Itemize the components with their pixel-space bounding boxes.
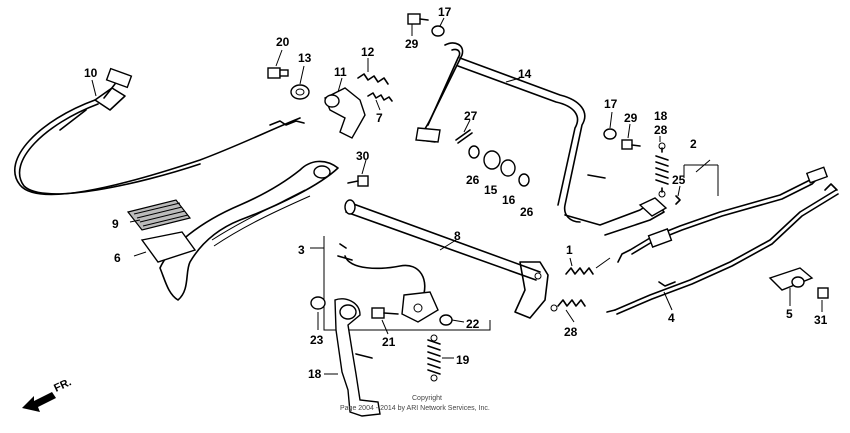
callout-3: 3 xyxy=(298,243,305,257)
switch-3-bracket xyxy=(323,236,491,331)
shaft-8 xyxy=(344,199,549,319)
pin-27 xyxy=(455,129,473,144)
callout-28-lower: 28 xyxy=(564,325,578,339)
nut-17-right xyxy=(603,128,617,140)
copyright-line2: Page 2004 - 2014 by ARI Network Services… xyxy=(340,405,490,412)
cable-10 xyxy=(14,67,305,196)
nut-24 xyxy=(310,296,326,310)
callout-25: 25 xyxy=(672,173,686,187)
callout-7: 7 xyxy=(376,111,383,125)
callout-17-right: 17 xyxy=(604,97,618,111)
callout-4: 4 xyxy=(668,311,675,325)
bracket-5 xyxy=(768,267,814,291)
spring-7 xyxy=(367,92,393,102)
callout-10: 10 xyxy=(84,66,98,80)
spring-12 xyxy=(357,73,389,85)
spring-28-lower xyxy=(550,299,586,312)
nut-17-top xyxy=(431,25,445,37)
callout-8: 8 xyxy=(454,229,461,243)
leader-lines xyxy=(91,17,823,375)
callout-15: 15 xyxy=(484,183,498,197)
callout-11: 11 xyxy=(334,65,347,79)
spring-20 xyxy=(427,334,441,382)
brake-arm-19 xyxy=(334,298,381,417)
cable-2 xyxy=(617,166,829,263)
callout-20: 19 xyxy=(456,353,470,367)
callout-18: 18 xyxy=(654,109,668,123)
brake-pedal-6 xyxy=(140,160,339,301)
callout-17-top: 17 xyxy=(438,5,452,19)
bolt-22 xyxy=(267,67,289,79)
callout-6: 6 xyxy=(114,251,121,265)
main-stand-14 xyxy=(415,42,668,236)
callout-29-top: 29 xyxy=(405,37,419,51)
cable-4 xyxy=(606,183,839,315)
spring-18 xyxy=(655,142,669,198)
front-direction-arrow: FR. xyxy=(22,376,73,412)
callout-21: 21 xyxy=(382,335,396,349)
bolt-31 xyxy=(817,287,829,299)
bolt-29-top xyxy=(407,13,429,25)
collar-16 xyxy=(500,159,516,177)
callout-12: 12 xyxy=(361,45,375,59)
callout-9: 9 xyxy=(112,217,119,231)
brake-pad-9 xyxy=(126,199,192,231)
spring-1 xyxy=(565,257,611,275)
callout-14: 14 xyxy=(518,67,532,81)
callout-29-right: 29 xyxy=(624,111,638,125)
callout-19: 18 xyxy=(308,367,322,381)
callout-16: 16 xyxy=(502,193,516,207)
callout-22: 20 xyxy=(276,35,290,49)
callout-23: 22 xyxy=(466,317,480,331)
bolt-21 xyxy=(371,307,399,319)
washer-26a xyxy=(468,145,480,159)
bolt-29-right xyxy=(621,139,641,150)
collar-13 xyxy=(290,84,310,100)
callout-31: 31 xyxy=(814,313,828,327)
copyright-line1: Copyright xyxy=(412,395,442,402)
bracket-11 xyxy=(324,87,366,139)
clip-25 xyxy=(675,195,681,205)
callout-26-right: 26 xyxy=(520,205,534,219)
fr-label: FR. xyxy=(52,376,73,394)
callout-2: 2 xyxy=(690,137,697,151)
callout-26-left: 26 xyxy=(466,173,480,187)
callout-5: 5 xyxy=(786,307,793,321)
callout-28-upper: 28 xyxy=(654,123,668,137)
callout-24: 23 xyxy=(310,333,324,347)
callout-27: 27 xyxy=(464,109,478,123)
callout-13: 13 xyxy=(298,51,312,65)
washer-26b xyxy=(518,173,530,187)
callout-1: 1 xyxy=(566,243,573,257)
collar-15 xyxy=(483,150,501,170)
bolt-30 xyxy=(347,175,369,187)
callout-30: 30 xyxy=(356,149,370,163)
